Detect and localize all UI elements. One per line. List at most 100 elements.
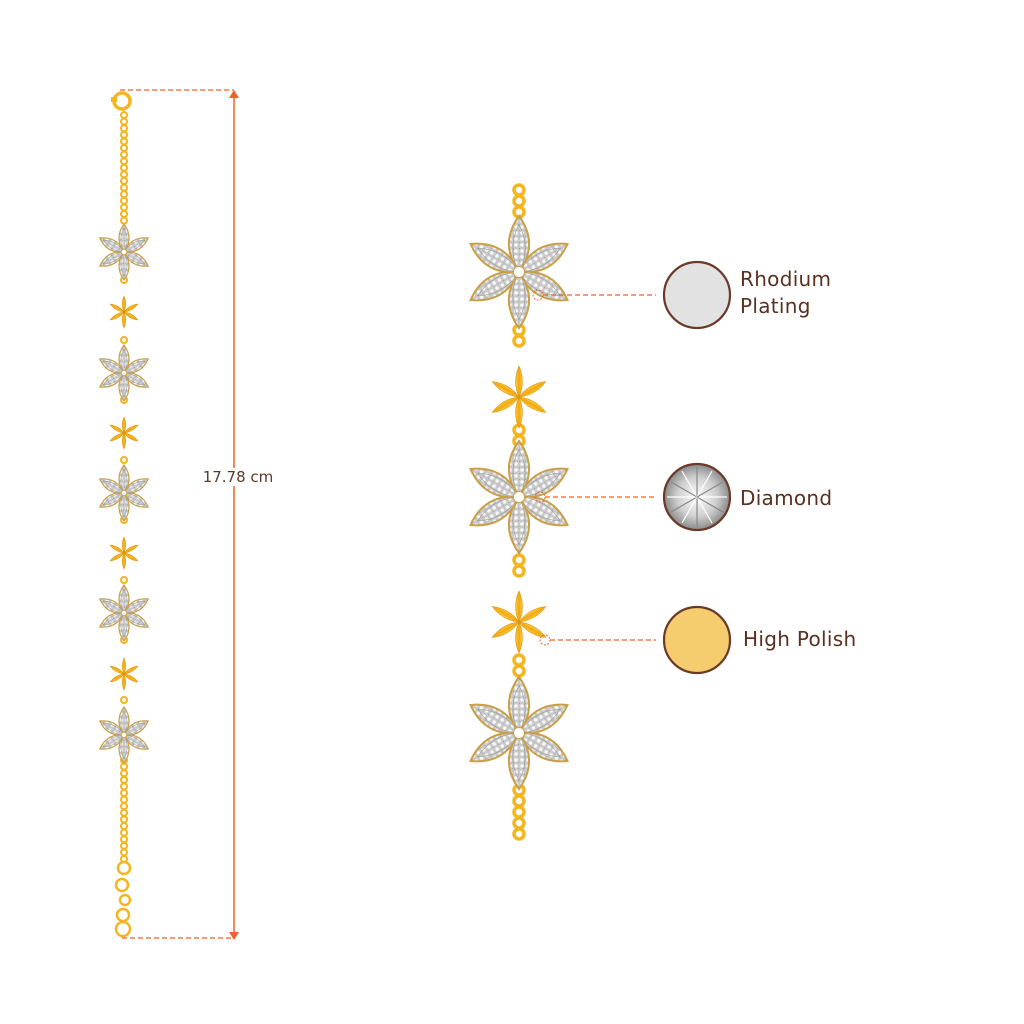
chain-link <box>119 575 129 585</box>
petal <box>123 492 150 508</box>
petal <box>123 734 150 750</box>
gold-petal <box>121 416 127 434</box>
petal <box>98 598 125 614</box>
petal <box>98 358 125 374</box>
diamond-flower <box>98 705 150 765</box>
petal <box>98 251 125 267</box>
gold-petal <box>491 621 520 638</box>
center-stone <box>512 726 526 740</box>
chain-link <box>119 124 129 133</box>
arrow-up-icon <box>229 90 239 98</box>
chain-link <box>119 815 129 824</box>
petal <box>98 492 125 508</box>
chain-link <box>119 335 129 345</box>
petal <box>98 612 125 628</box>
chain-link <box>119 835 129 844</box>
petal <box>469 731 521 763</box>
center-stone <box>512 490 526 504</box>
gold-star <box>491 590 547 654</box>
clasp-trigger <box>111 97 117 102</box>
gold-petal <box>109 665 125 675</box>
chain-link <box>119 821 129 831</box>
chain-link <box>512 334 526 348</box>
gold-petal <box>109 311 125 321</box>
chain-link <box>119 176 129 186</box>
petal <box>98 720 125 736</box>
chain-link <box>119 769 129 778</box>
chain-link <box>512 653 526 667</box>
diamond-flower <box>98 222 150 282</box>
chain-link <box>119 203 129 212</box>
gold-petal <box>109 544 125 554</box>
chain-link <box>119 190 129 199</box>
chain-link <box>512 816 526 830</box>
petal <box>517 703 569 735</box>
petal <box>517 731 569 763</box>
petal <box>98 734 125 750</box>
gold-petal <box>123 673 139 683</box>
chain-link <box>119 216 129 225</box>
petal <box>98 478 125 494</box>
gold-petal <box>121 536 127 554</box>
chain-link <box>119 695 129 705</box>
end-ring <box>114 877 130 893</box>
gold-petal <box>109 303 125 313</box>
gold-petal <box>518 381 547 398</box>
gold-petal <box>109 673 125 683</box>
chain-link <box>512 194 526 208</box>
gold-petal <box>515 396 523 429</box>
chain-link <box>512 564 526 578</box>
gold-star <box>109 295 139 329</box>
center-stone <box>512 265 526 279</box>
gold-petal <box>491 381 520 398</box>
petal <box>123 612 150 628</box>
chain-link <box>119 808 129 817</box>
gold-petal <box>491 396 520 413</box>
petal <box>469 495 521 527</box>
chain-link <box>119 209 129 219</box>
diamond-facets <box>667 467 727 527</box>
center-stone <box>120 731 128 739</box>
chain-link <box>512 805 526 819</box>
petal <box>123 237 150 253</box>
petal <box>469 270 521 302</box>
gold-petal <box>109 424 125 434</box>
legend-rhodium-line2: Plating <box>740 294 811 318</box>
chain-link <box>119 788 129 798</box>
legend-label-rhodium: Rhodium Plating <box>740 266 831 320</box>
gold-petal <box>123 424 139 434</box>
gold-petal <box>515 590 523 623</box>
chain-link <box>512 553 526 567</box>
petal <box>123 358 150 374</box>
chain-link <box>119 795 129 804</box>
gold-petal <box>123 665 139 675</box>
petal <box>123 251 150 267</box>
high-polish-swatch <box>662 605 732 675</box>
petal <box>469 467 521 499</box>
chain-link <box>512 664 526 678</box>
gold-petal <box>518 606 547 623</box>
gold-petal <box>109 432 125 442</box>
gold-petal <box>121 311 127 329</box>
arrow-down-icon <box>229 932 239 940</box>
gold-petal <box>518 621 547 638</box>
diamond-flower <box>469 214 569 330</box>
length-label: 17.78 cm <box>196 468 280 486</box>
chain-link <box>119 117 129 126</box>
gold-petal <box>123 544 139 554</box>
end-ring <box>118 893 132 907</box>
gold-star <box>109 416 139 450</box>
diamond-flower <box>98 583 150 643</box>
gold-star <box>109 657 139 691</box>
gold-petal <box>518 396 547 413</box>
petal <box>469 703 521 735</box>
diamond-flower <box>98 343 150 403</box>
gold-star <box>109 536 139 570</box>
gold-petal <box>121 552 127 570</box>
center-stone <box>120 609 128 617</box>
legend-rhodium-line1: Rhodium <box>740 267 832 291</box>
rhodium-swatch <box>662 260 732 330</box>
chain-link <box>119 782 129 791</box>
chain-link <box>119 170 129 179</box>
petal <box>517 242 569 274</box>
